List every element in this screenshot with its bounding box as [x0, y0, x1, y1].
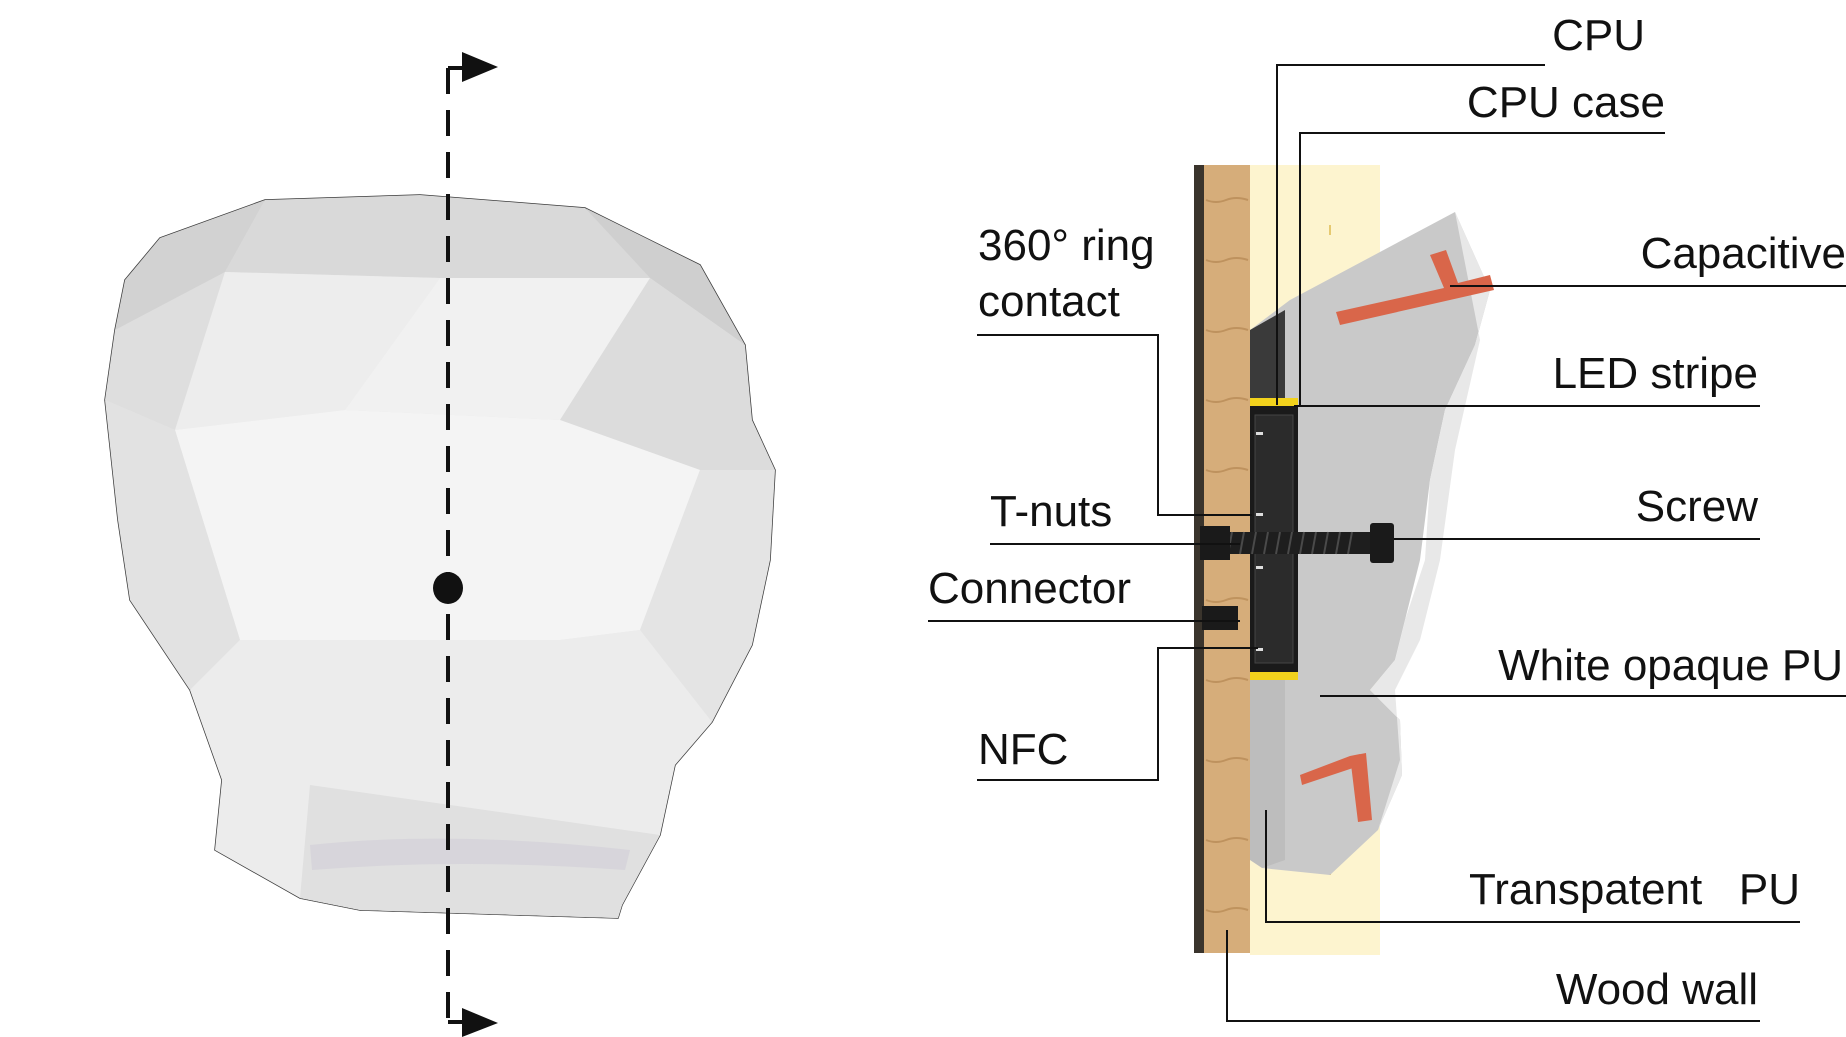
connector-part [1202, 606, 1238, 630]
hold-facet-center-right [345, 278, 650, 420]
capacitive-sensor-bottom [1300, 753, 1372, 822]
label-capacitive: Capacitive [1641, 229, 1846, 278]
hold-facet-lower-left [105, 400, 240, 690]
leader-wood-wall [1226, 930, 1760, 1022]
hold-facet-lower-right [640, 470, 775, 722]
label-t-nuts: T-nuts [990, 487, 1112, 536]
label-screw: Screw [1636, 482, 1758, 531]
t-nut-marks [1256, 432, 1263, 651]
white-pu-highlight [1370, 212, 1490, 830]
label-cpu: CPU [1552, 11, 1645, 60]
label-ring-contact-line1: 360° ring [978, 221, 1155, 270]
leader-nfc [977, 647, 1258, 781]
hold-facet-left-mid [105, 272, 225, 430]
screw-thread [1227, 531, 1353, 555]
label-connector: Connector [928, 564, 1131, 613]
section-arrow-bottom [462, 1008, 498, 1037]
hold-facet-center-left [175, 272, 440, 430]
leader-cpu-case [1299, 132, 1665, 405]
label-ring-contact-line2: contact [978, 277, 1120, 326]
leader-ring-contact [977, 334, 1252, 516]
leader-transparent-pu [1265, 810, 1800, 923]
hold-facet-middle [175, 410, 700, 640]
label-nfc: NFC [978, 725, 1068, 774]
capacitive-sensor-top [1336, 250, 1494, 325]
hold-facet-left [115, 200, 265, 330]
label-cpu-case: CPU case [1467, 78, 1665, 127]
hold-smudge [310, 838, 630, 870]
led-stripe-bottom [1250, 672, 1298, 680]
label-led-stripe: LED stripe [1553, 349, 1758, 398]
section-arrow-top [462, 52, 498, 82]
hold-photo [104, 52, 776, 1037]
hold-facet-top [225, 195, 650, 278]
hold-facet-right [560, 278, 775, 470]
cross-section [1194, 165, 1494, 955]
wood-grain [1205, 197, 1249, 913]
wall-dark-edge [1194, 165, 1204, 953]
screw-head [1370, 523, 1394, 563]
leader-lines [928, 64, 1846, 1022]
hold-facet-top-right [585, 208, 745, 345]
leader-cpu [1276, 64, 1545, 405]
label-transparent-pu: Transpatent PU [1469, 865, 1800, 914]
transparent-pu-lower [1250, 680, 1285, 868]
led-stripe-top [1250, 398, 1298, 406]
label-white-pu: White opaque PU [1498, 641, 1843, 690]
label-wood-wall: Wood wall [1556, 965, 1758, 1014]
